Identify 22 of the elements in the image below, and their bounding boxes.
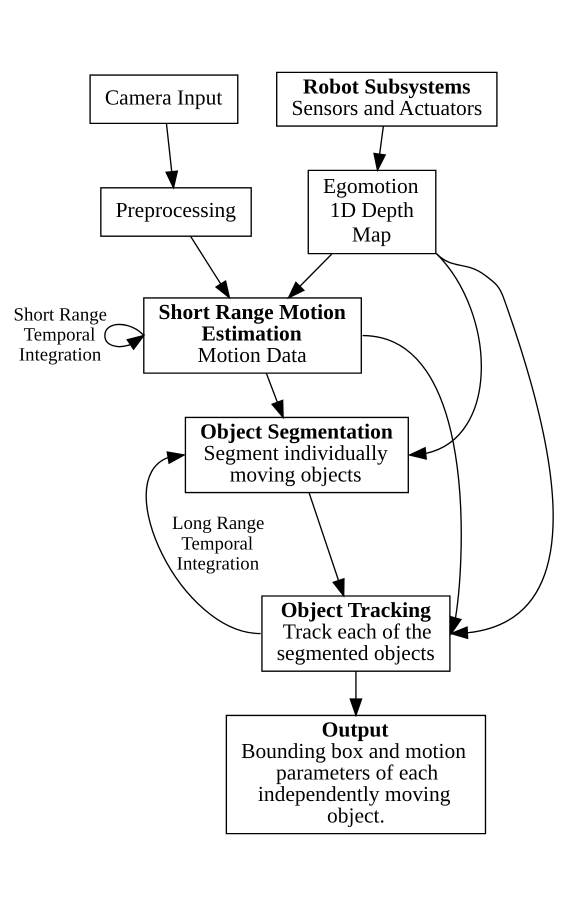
arrow (408, 252, 482, 460)
arrow (190, 236, 230, 299)
node-box: Object Tracking Track each of the segmented objects (261, 594, 451, 672)
arrow (165, 123, 178, 190)
node-box: Preprocessing (100, 186, 252, 236)
node-box: Short Range Motion Estimation Motion Data (143, 296, 362, 374)
arrow (373, 126, 386, 172)
arrow (266, 372, 284, 419)
arrow (349, 670, 363, 717)
arrow (104, 323, 146, 350)
arrow (287, 253, 332, 299)
node-box: Egomotion 1D Depth Map (308, 169, 436, 254)
node-box: Object Segmentation Segment individually moving objects (184, 416, 409, 493)
arrow (362, 334, 462, 636)
node-box: Output Bounding box and motion parameters of each independently moving object. (226, 714, 486, 834)
arrow (436, 252, 554, 639)
arrow (308, 492, 345, 598)
node-box: Robot Subsystems Sensors and Actuators (276, 71, 498, 126)
node-box: Camera Input (89, 74, 238, 124)
arrow (146, 450, 261, 634)
edge-label: Short Range Temporal Integration (14, 304, 107, 366)
edge-label: Long Range Temporal Integration (172, 512, 264, 574)
